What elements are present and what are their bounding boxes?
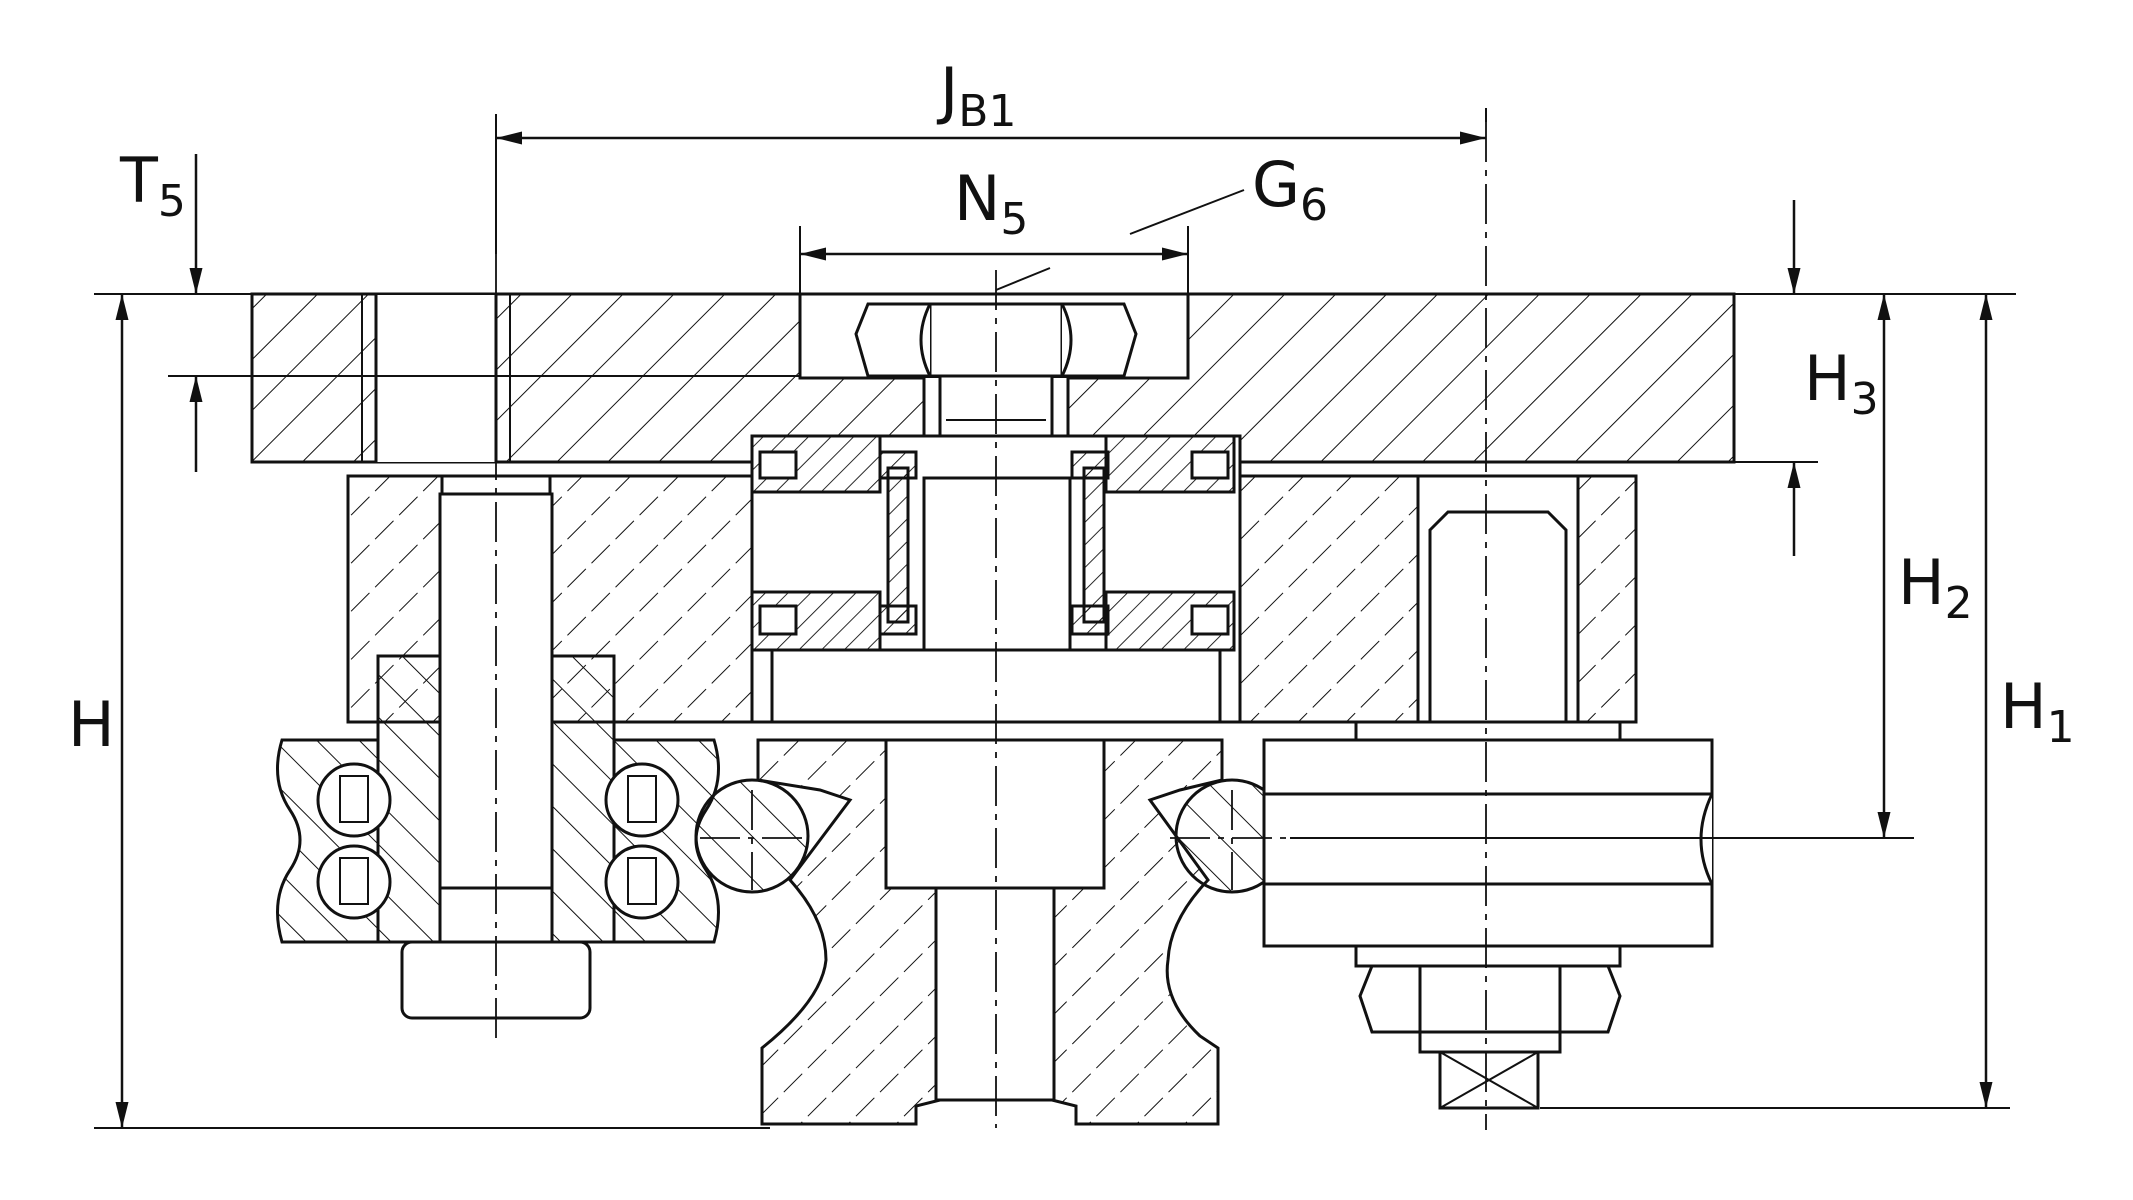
left-roller-housing: [276, 738, 720, 944]
right-hex-nut: [1354, 944, 1622, 1110]
label-h1: H1: [2000, 670, 2075, 753]
center-lines: [495, 122, 1487, 1130]
axial-bearing-lower: [750, 590, 1236, 652]
guide-rail: [756, 738, 1224, 1126]
dimension-lines: [94, 108, 2016, 1129]
axial-bearing-upper: [750, 434, 1236, 494]
g6-leader: [995, 189, 1245, 291]
label-h2: H2: [1898, 546, 1973, 629]
label-t5: T5: [119, 144, 186, 227]
right-roller: [1262, 720, 1714, 948]
label-h3: H3: [1804, 342, 1879, 425]
label-g6: G6: [1252, 148, 1328, 231]
label-h: H: [68, 688, 115, 761]
label-jb1: JB1: [936, 54, 1016, 137]
needle-sleeve: [886, 466, 1106, 652]
label-n5: N5: [954, 162, 1028, 245]
left-guide-shaft: [694, 778, 810, 894]
